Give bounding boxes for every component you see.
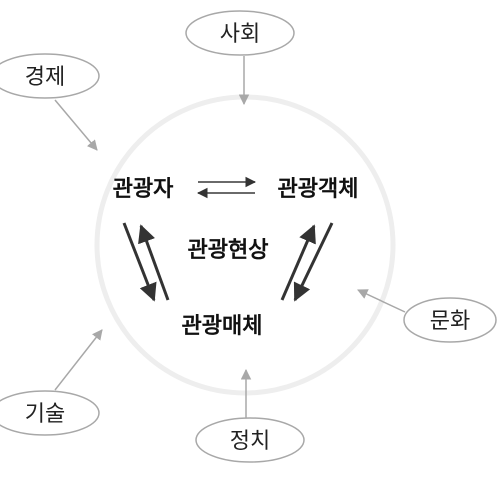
politics-label: 정치 [230, 429, 270, 454]
tourist-subject-label: 관광자 [113, 177, 174, 202]
politics-ellipse [195, 417, 305, 463]
object-to-media-arrow [293, 222, 334, 302]
society-ellipse [185, 10, 295, 56]
media-to-subject-arrow [138, 224, 170, 301]
society-label: 사회 [220, 22, 260, 47]
economy-label: 경제 [25, 65, 65, 90]
economy-influence-arrow [54, 99, 98, 151]
node-society: 사회 [185, 10, 295, 56]
node-culture: 문화 [403, 297, 497, 343]
node-politics: 정치 [195, 417, 305, 463]
node-technology: 기술 [0, 390, 100, 436]
tourist-media-label: 관광매체 [182, 314, 263, 339]
node-economy: 경제 [0, 53, 100, 99]
tourism-phenomenon-label: 관광현상 [188, 238, 269, 263]
technology-influence-arrow [54, 329, 103, 391]
technology-label: 기술 [25, 402, 65, 427]
culture-label: 문화 [430, 309, 470, 334]
tourist-object-label: 관광객체 [278, 177, 359, 202]
culture-influence-arrow [357, 289, 406, 313]
technology-ellipse [0, 390, 100, 436]
media-to-object-arrow [280, 224, 316, 301]
economy-ellipse [0, 53, 100, 99]
subject-to-media-arrow [122, 222, 157, 302]
culture-ellipse [403, 297, 497, 343]
